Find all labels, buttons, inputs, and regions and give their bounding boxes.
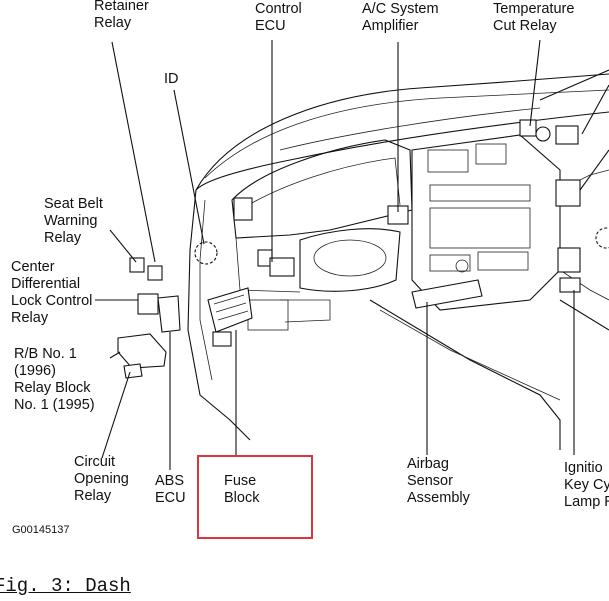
floor-tunnel-left xyxy=(369,299,561,450)
console-panel-1 xyxy=(429,184,531,202)
console-button-1 xyxy=(429,254,471,272)
center-console xyxy=(411,134,561,311)
lower-bracket xyxy=(280,299,331,323)
a-pillar-right xyxy=(539,69,609,101)
console-button-2 xyxy=(477,251,529,271)
console-knob xyxy=(455,259,469,273)
relay-block-part xyxy=(117,333,167,369)
seat-belt-relay-part-1 xyxy=(129,257,145,273)
retainer-relay-label: Retainer Relay xyxy=(94,0,149,31)
seat-belt-relay-label: Seat Belt Warning Relay xyxy=(44,196,103,246)
fuse-block-label: Fuse Block xyxy=(224,473,260,506)
leader-right-dash-relay xyxy=(579,149,609,191)
abs-ecu-part xyxy=(157,295,181,333)
temp-cut-relay-part-2 xyxy=(535,126,551,142)
floor-tunnel-mid xyxy=(379,309,561,401)
console-panel-2 xyxy=(429,207,531,249)
temp-cut-relay-part-1 xyxy=(519,119,537,137)
leader-temp-cut-relay xyxy=(529,39,541,127)
vent-left xyxy=(427,149,469,173)
ignition-marker-circle xyxy=(595,227,609,249)
leader-relay-block xyxy=(109,351,121,359)
right-dash-relay xyxy=(555,179,581,207)
fuse-slots xyxy=(213,294,249,321)
dash-defroster-line xyxy=(279,107,541,151)
leader-id xyxy=(173,89,205,245)
ignition-key-label: Ignitio Key Cy Lamp R xyxy=(564,460,609,510)
windshield-inner-line xyxy=(204,89,609,179)
leader-circuit-opening-relay xyxy=(101,371,131,459)
center-diff-relay-label: Center Differential Lock Control Relay xyxy=(11,259,93,326)
steering-hub xyxy=(313,239,387,277)
relay-block-label: R/B No. 1 (1996) Relay Block No. 1 (1995… xyxy=(14,346,95,413)
dash-left-edge xyxy=(187,189,251,441)
figure-code: G00145137 xyxy=(12,524,70,536)
airbag-sensor-label: Airbag Sensor Assembly xyxy=(407,456,470,506)
center-diff-relay-part xyxy=(137,293,159,315)
windshield-line xyxy=(195,73,609,191)
seat-belt-relay-part-2 xyxy=(147,265,163,281)
temp-cut-relay-part-3 xyxy=(555,125,579,145)
circuit-opening-relay-part xyxy=(123,363,143,379)
vent-right xyxy=(475,143,507,165)
control-ecu-label: Control ECU xyxy=(255,1,302,34)
cluster-hood xyxy=(231,139,413,239)
figure-caption: Fig. 3: Dash xyxy=(0,575,131,597)
dash-top-edge xyxy=(195,111,609,191)
control-ecu-bracket xyxy=(269,257,295,277)
ignition-lamp-relay-base xyxy=(559,277,581,293)
circuit-opening-relay-label: Circuit Opening Relay xyxy=(74,454,129,504)
id-marker-circle xyxy=(194,241,218,265)
temp-cut-relay-label: Temperature Cut Relay xyxy=(493,1,575,34)
fuse-block-highlight xyxy=(197,455,313,539)
fuse-block xyxy=(207,287,253,333)
dash-bracket-left xyxy=(233,197,253,221)
cluster-hood-inner xyxy=(239,157,401,211)
fuse-block-base xyxy=(212,331,232,347)
knee-panel xyxy=(247,299,289,331)
ac-amplifier-label: A/C System Amplifier xyxy=(362,1,439,34)
leader-seat-belt-relay xyxy=(109,229,137,263)
abs-ecu-label: ABS ECU xyxy=(155,473,186,506)
steering-column xyxy=(299,228,401,292)
leader-retainer-relay xyxy=(111,41,156,263)
console-right-edge xyxy=(559,269,609,301)
id-label: ID xyxy=(164,71,179,87)
ignition-lamp-relay-part xyxy=(557,247,581,273)
floor-right-line xyxy=(559,299,609,331)
dash-left-inner xyxy=(199,199,213,381)
airbag-sensor-part xyxy=(411,279,483,309)
leader-right-relay xyxy=(581,84,609,135)
